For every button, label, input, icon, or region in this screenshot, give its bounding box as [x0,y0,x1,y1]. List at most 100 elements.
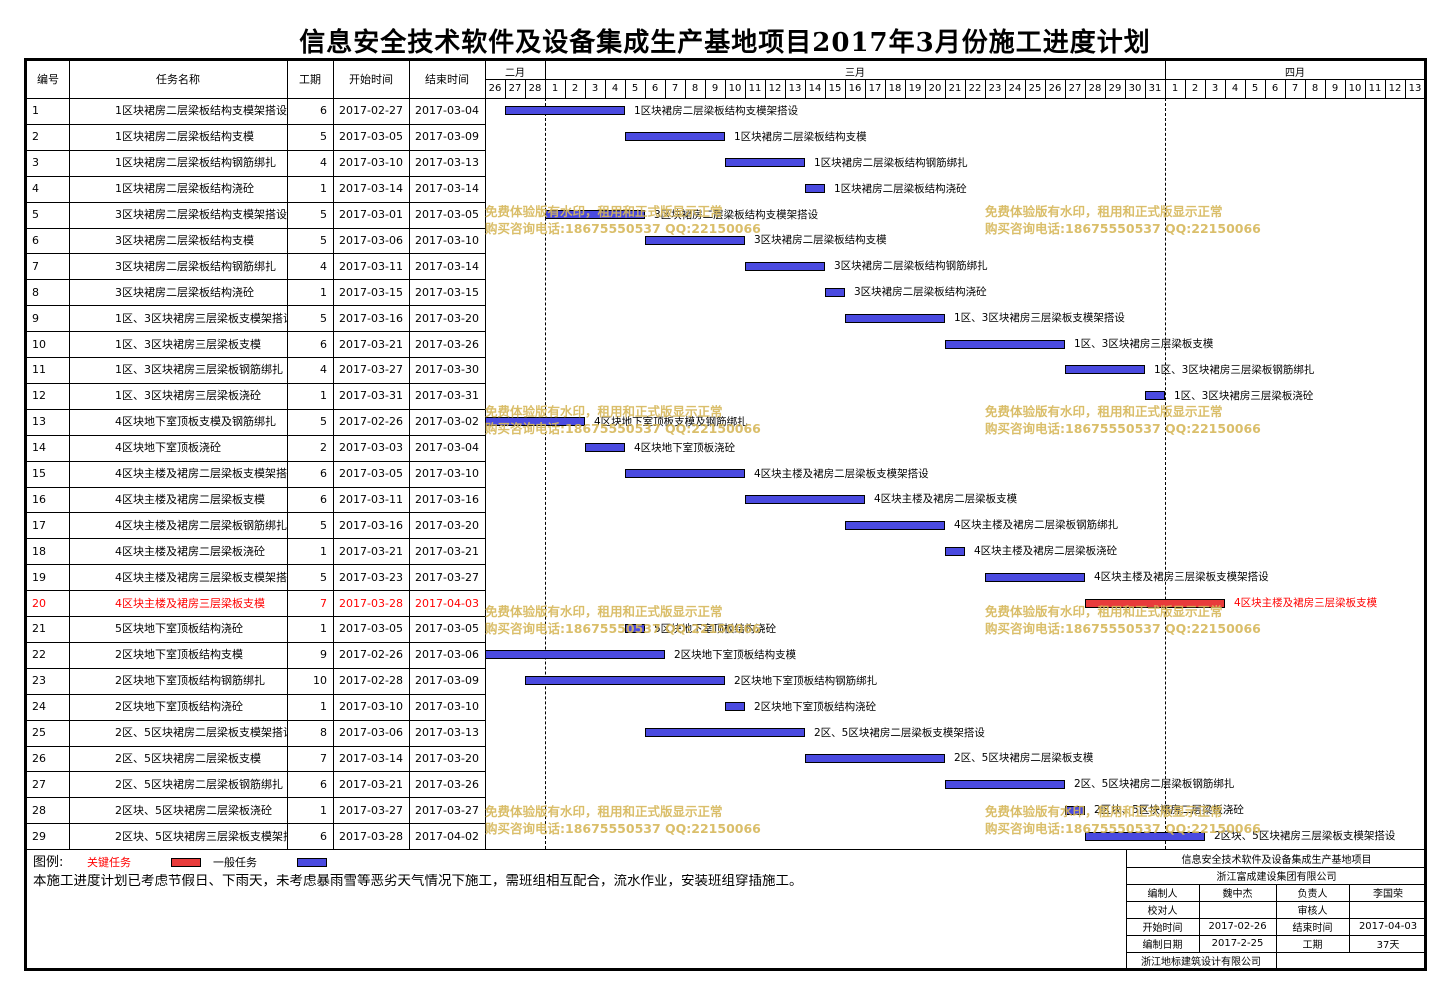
table-column-divider [287,61,288,850]
task-start: 2017-03-16 [339,518,403,532]
gantt-bar-label: 2区块、5区块裙房三层梁板支模架搭设 [1214,830,1396,843]
task-end: 2017-03-31 [415,389,479,403]
task-end: 2017-03-16 [415,492,479,506]
timeline-day-divider [1365,80,1366,98]
timeline-day-divider [825,80,826,98]
timeline-day-label: 29 [1108,83,1122,94]
timeline-day-divider [1305,80,1306,98]
task-name: 3区块裙房二层梁板结构钢筋绑扎 [115,259,276,273]
task-name: 1区块裙房二层梁板结构支模 [115,130,254,144]
timeline-day-divider [1145,80,1146,98]
task-id: 27 [32,777,46,791]
task-id: 13 [32,415,46,429]
timeline-day-label: 13 [788,83,802,94]
gantt-bar [525,676,725,686]
task-id: 8 [32,285,39,299]
task-id: 20 [32,596,46,610]
title-block-row-divider [1126,867,1424,868]
header-start: 开始时间 [349,73,393,86]
table-row-divider [27,641,485,643]
gantt-bar-label: 4区块地下室顶板支模及钢筋绑扎 [594,415,748,428]
task-end: 2017-03-10 [415,233,479,247]
gantt-bar [945,546,965,556]
task-end: 2017-03-14 [415,259,479,273]
table-row-divider [27,279,485,281]
task-name: 2区块地下室顶板结构浇砼 [115,700,243,714]
task-start: 2017-03-11 [339,259,403,273]
table-row-divider [27,331,485,333]
task-id: 2 [32,130,39,144]
month-boundary-dashed [1165,98,1166,850]
task-name: 2区块、5区块裙房二层梁板浇砼 [115,803,272,817]
timeline-day-divider [1205,80,1206,98]
legend-critical-swatch [171,858,201,867]
task-duration: 6 [320,467,327,481]
task-id: 12 [32,389,46,403]
task-end: 2017-03-30 [415,363,479,377]
task-start: 2017-03-14 [339,751,403,765]
table-column-divider [409,61,410,850]
title-block-col-divider [1276,884,1277,968]
task-duration: 4 [320,156,327,170]
table-column-divider [69,61,70,850]
tb-checked [1199,901,1276,918]
gantt-bar [845,520,945,530]
task-end: 2017-03-10 [415,467,479,481]
gantt-bar [1065,365,1145,375]
gantt-bar [805,184,825,194]
tb-end-label: 结束时间 [1292,923,1333,934]
table-row-divider [27,175,485,177]
task-id: 11 [32,363,46,377]
gantt-bar-label: 1区、3区块裙房三层梁板浇砼 [1174,389,1314,402]
gantt-bar [1065,805,1085,815]
timeline-day-label: 3 [591,83,599,94]
timeline-day-divider [805,80,806,98]
task-name: 5区块地下室顶板结构浇砼 [115,622,243,636]
title-block-row-divider [1126,901,1424,902]
task-name: 4区块主楼及裙房二层梁板浇砼 [115,544,265,558]
task-end: 2017-03-04 [415,441,479,455]
timeline-day-label: 12 [768,83,782,94]
task-start: 2017-03-05 [339,622,403,636]
timeline-day-label: 14 [808,83,822,94]
gantt-bar-label: 2区块地下室顶板结构钢筋绑扎 [734,674,878,687]
table-column-divider [485,61,486,850]
task-duration: 7 [320,596,327,610]
gantt-bar [545,210,645,220]
timeline-day-label: 23 [988,83,1002,94]
task-end: 2017-03-27 [415,570,479,584]
timeline-day-label: 25 [1028,83,1042,94]
header-end: 结束时间 [425,73,469,86]
task-end: 2017-03-09 [415,130,479,144]
task-start: 2017-03-31 [339,389,403,403]
table-row-divider [27,434,485,436]
task-name: 4区块主楼及裙房二层梁板支模 [115,492,265,506]
legend-title: 图例: [33,854,64,870]
timeline-day-label: 15 [828,83,842,94]
gantt-bar-label: 2区、5区块裙房二层梁板钢筋绑扎 [1074,778,1235,791]
timeline-day-label: 28 [528,83,542,94]
gantt-bar [1085,598,1225,608]
task-name: 2区、5区块裙房二层梁板支模 [115,751,261,765]
table-row-divider [27,357,485,358]
task-end: 2017-03-02 [415,415,479,429]
timeline-day-label: 12 [1388,83,1402,94]
task-start: 2017-02-28 [339,674,403,688]
timeline-day-label: 17 [868,83,882,94]
task-id: 17 [32,518,46,532]
timeline-day-label: 22 [968,83,982,94]
legend-normal-label: 一般任务 [213,855,257,869]
task-duration: 5 [320,518,327,532]
task-duration: 10 [313,674,327,688]
gantt-bar [1145,391,1165,401]
timeline-day-label: 4 [1231,83,1239,94]
gantt-bar [625,624,645,634]
timeline-day-label: 16 [848,83,862,94]
legend-normal-swatch [297,858,327,867]
timeline-day-divider [945,80,946,98]
timeline-day-divider [1005,80,1006,98]
task-start: 2017-03-21 [339,337,403,351]
task-name: 2区块、5区块裙房三层梁板支模架搭设 [115,829,287,843]
title-block-row-divider [1126,884,1424,885]
